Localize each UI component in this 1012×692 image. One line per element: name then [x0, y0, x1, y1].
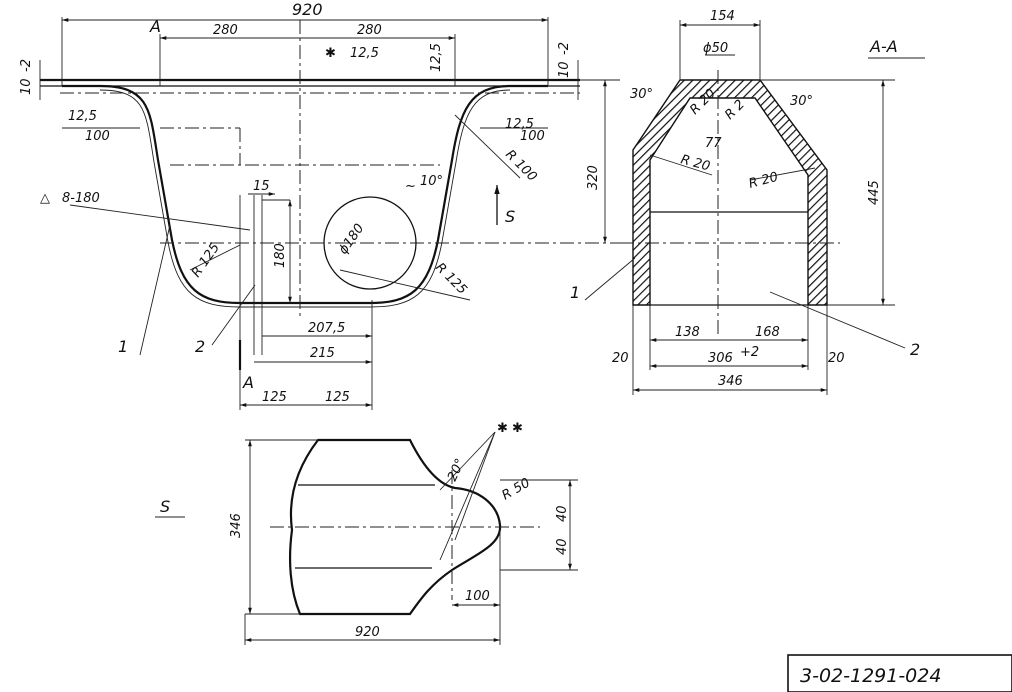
- dim-320: 320: [586, 165, 601, 190]
- approx-mark: ~: [405, 179, 416, 194]
- dim-215: 215: [310, 346, 335, 361]
- title-block-frame: [787, 654, 1012, 692]
- dim-180: 180: [273, 243, 288, 268]
- dim-100-right: 100: [520, 129, 545, 144]
- part-label-2: 2: [195, 337, 205, 356]
- section-mark-a-bottom: A: [242, 373, 254, 392]
- dim-40-a: 40: [555, 505, 570, 522]
- dim-r2: R 2: [722, 97, 748, 123]
- dim-100-left: 100: [85, 129, 110, 144]
- weld-symbol: △: [40, 191, 50, 206]
- dim-920-s: 920: [355, 625, 380, 640]
- dim-280-right: 280: [357, 23, 382, 38]
- dim-angle-30-left: 30°: [630, 87, 653, 102]
- dim-40-b: 40: [555, 538, 570, 555]
- dim-10-right-tol: -2: [557, 42, 572, 55]
- dim-hole-180: ϕ180: [336, 221, 367, 257]
- dim-angle-10: 10°: [420, 174, 443, 189]
- dim-346: 346: [718, 374, 743, 389]
- view-arrow-s: S: [505, 207, 515, 226]
- dim-10-left: 10: [19, 78, 34, 95]
- view-s-title: S: [160, 497, 170, 516]
- dim-207-5: 207,5: [308, 321, 345, 336]
- double-star-mark: ✱ ✱: [497, 421, 523, 436]
- weld-note: 8-180: [62, 191, 100, 206]
- section-part-label-2: 2: [910, 340, 920, 359]
- dim-920-top: 920: [292, 0, 323, 19]
- main-view: [39, 17, 640, 410]
- dim-168: 168: [755, 325, 780, 340]
- dim-125-right: 125: [325, 390, 350, 405]
- section-mark-a-top: A: [149, 17, 161, 36]
- dim-10-left-tol: -2: [19, 59, 34, 72]
- dim-hole-50: ϕ50: [703, 41, 728, 56]
- dim-r12-5-top: 12,5: [350, 46, 379, 61]
- view-s: [155, 431, 578, 645]
- dim-wall-20-left: 20: [612, 351, 629, 366]
- dim-angle-30-right: 30°: [790, 94, 813, 109]
- dim-15: 15: [253, 179, 270, 194]
- section-part-label-1: 1: [570, 283, 580, 302]
- dim-154: 154: [710, 9, 735, 24]
- dim-wall-20-right: 20: [828, 351, 845, 366]
- dim-445: 445: [867, 180, 882, 205]
- drawing-code: 3-02-1291-024: [800, 665, 941, 687]
- dim-r20-c: R 20: [747, 170, 780, 192]
- dim-angle-20: 20°: [445, 456, 468, 483]
- dim-138: 138: [675, 325, 700, 340]
- star-mark: ✱: [325, 46, 336, 61]
- section-title-a-a: A-A: [869, 37, 898, 56]
- dim-280-left: 280: [213, 23, 238, 38]
- dim-306: 306: [708, 351, 733, 366]
- dim-306-tol: +2: [740, 345, 759, 360]
- section-a-a: [584, 20, 925, 395]
- dim-346-s: 346: [229, 513, 244, 538]
- dim-12-5-right: 12,5: [505, 117, 534, 132]
- dim-r125-right: R 125: [432, 260, 469, 297]
- part-label-1: 1: [118, 337, 128, 356]
- dim-r125-left: R 125: [189, 241, 223, 281]
- dim-125-left: 125: [262, 390, 287, 405]
- dim-12-5-right-top: 12,5: [429, 43, 444, 72]
- dim-r20-b: R 20: [679, 152, 712, 174]
- dim-12-5-left: 12,5: [68, 109, 97, 124]
- dim-100-s: 100: [465, 589, 490, 604]
- dim-10-right: 10: [557, 61, 572, 78]
- dim-77: 77: [705, 136, 722, 151]
